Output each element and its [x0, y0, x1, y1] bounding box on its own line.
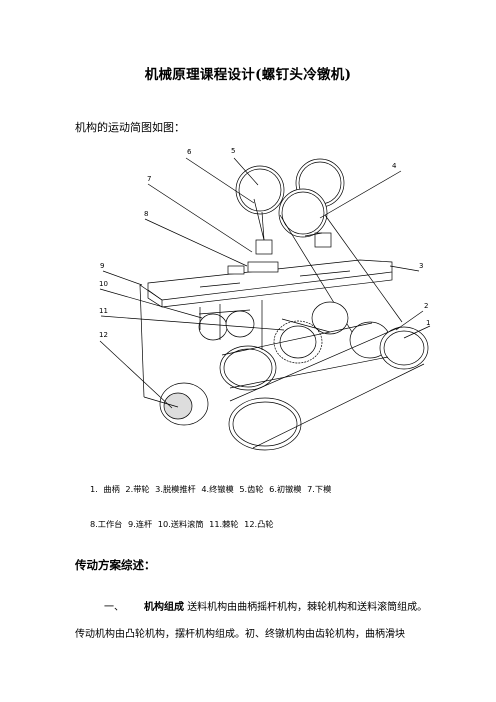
callout-3: 3 — [419, 262, 423, 270]
callout-8: 8 — [144, 210, 148, 218]
figure-caption-line2: 8.工作台 9.连杆 10.送料滚筒 11.棘轮 12.凸轮 — [90, 519, 274, 529]
feed-roller-left — [198, 313, 228, 341]
crank-pulley — [379, 326, 429, 370]
paragraph-text: 送料机构由曲柄摇杆机构，棘轮机构和送料滚筒组成。 — [187, 602, 428, 613]
callout-5: 5 — [231, 147, 235, 155]
ratchet-wheel — [273, 320, 323, 364]
initial-heading-die — [255, 239, 273, 255]
lower-die — [247, 261, 279, 273]
connecting-rod — [139, 284, 145, 398]
feed-roller-right — [225, 310, 255, 338]
callout-9: 9 — [100, 262, 104, 270]
section-heading: 传动方案综述： — [75, 558, 156, 572]
callout-6: 6 — [187, 148, 192, 156]
callout-10: 10 — [99, 280, 108, 288]
upper-gear-left — [235, 165, 285, 215]
callout-1: 1 — [426, 319, 430, 327]
callout-4: 4 — [392, 162, 397, 170]
paragraph-line2: 传动机构由凸轮机构，摆杆机构组成。初、终镦机构由齿轮机构，曲柄滑块 — [75, 629, 405, 640]
list-number: 一、 — [104, 602, 124, 613]
callout-7: 7 — [147, 175, 151, 183]
callout-12: 12 — [99, 331, 108, 339]
paragraph-line1: 一、 机构组成 送料机构由曲柄摇杆机构，棘轮机构和送料滚筒组成。 — [104, 598, 427, 613]
figure-intro: 机构的运动简图如图： — [75, 121, 185, 134]
pulley-mid — [219, 345, 277, 391]
callout-2: 2 — [424, 302, 428, 310]
middle-gear — [278, 188, 328, 238]
callout-11: 11 — [99, 307, 108, 315]
final-heading-die — [314, 232, 332, 248]
paragraph-lead: 机构组成 — [144, 602, 184, 613]
large-pulley — [228, 397, 302, 451]
figure-caption-line1: 1. 曲柄 2.带轮 3.脱模推杆 4.终镦模 5.齿轮 6.初镦模 7.下模 — [90, 484, 332, 494]
document-title: 机械原理课程设计(螺钉头冷镦机) — [144, 67, 352, 83]
